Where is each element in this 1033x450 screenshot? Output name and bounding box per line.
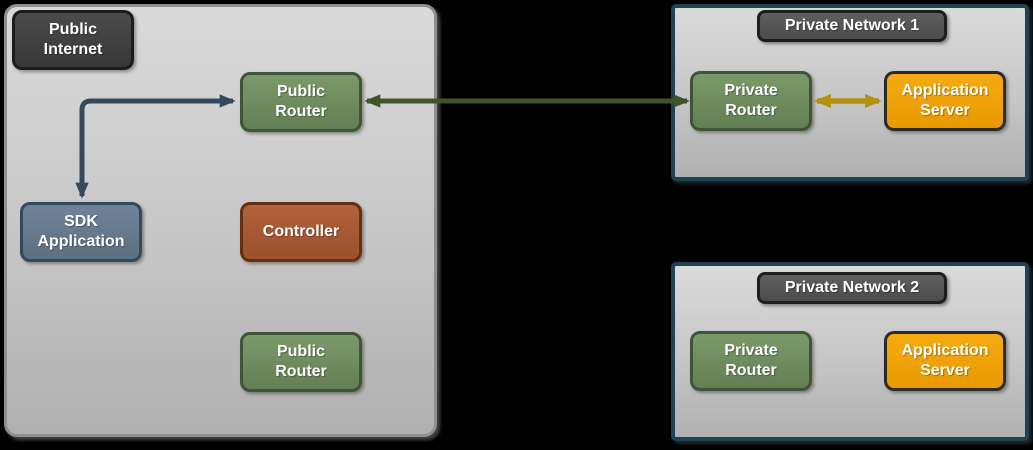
private-network-1-label: Private Network 1 bbox=[757, 10, 947, 42]
application-server-1-node: Application Server bbox=[884, 71, 1006, 131]
application-server-2-node: Application Server bbox=[884, 331, 1006, 391]
sdk-application-node: SDK Application bbox=[20, 202, 142, 262]
public-router-top-node: Public Router bbox=[240, 72, 362, 132]
private-network-2-label: Private Network 2 bbox=[757, 272, 947, 304]
public-internet-zone: Public Internet Public Router SDK Applic… bbox=[4, 4, 437, 437]
private-network-2-zone: Private Network 2 Private Router Applica… bbox=[671, 262, 1029, 441]
controller-node: Controller bbox=[240, 202, 362, 262]
private-router-1-node: Private Router bbox=[690, 71, 812, 131]
public-internet-label: Public Internet bbox=[12, 10, 134, 70]
private-router-2-node: Private Router bbox=[690, 331, 812, 391]
public-router-bottom-node: Public Router bbox=[240, 332, 362, 392]
private-network-1-zone: Private Network 1 Private Router Applica… bbox=[671, 4, 1029, 181]
